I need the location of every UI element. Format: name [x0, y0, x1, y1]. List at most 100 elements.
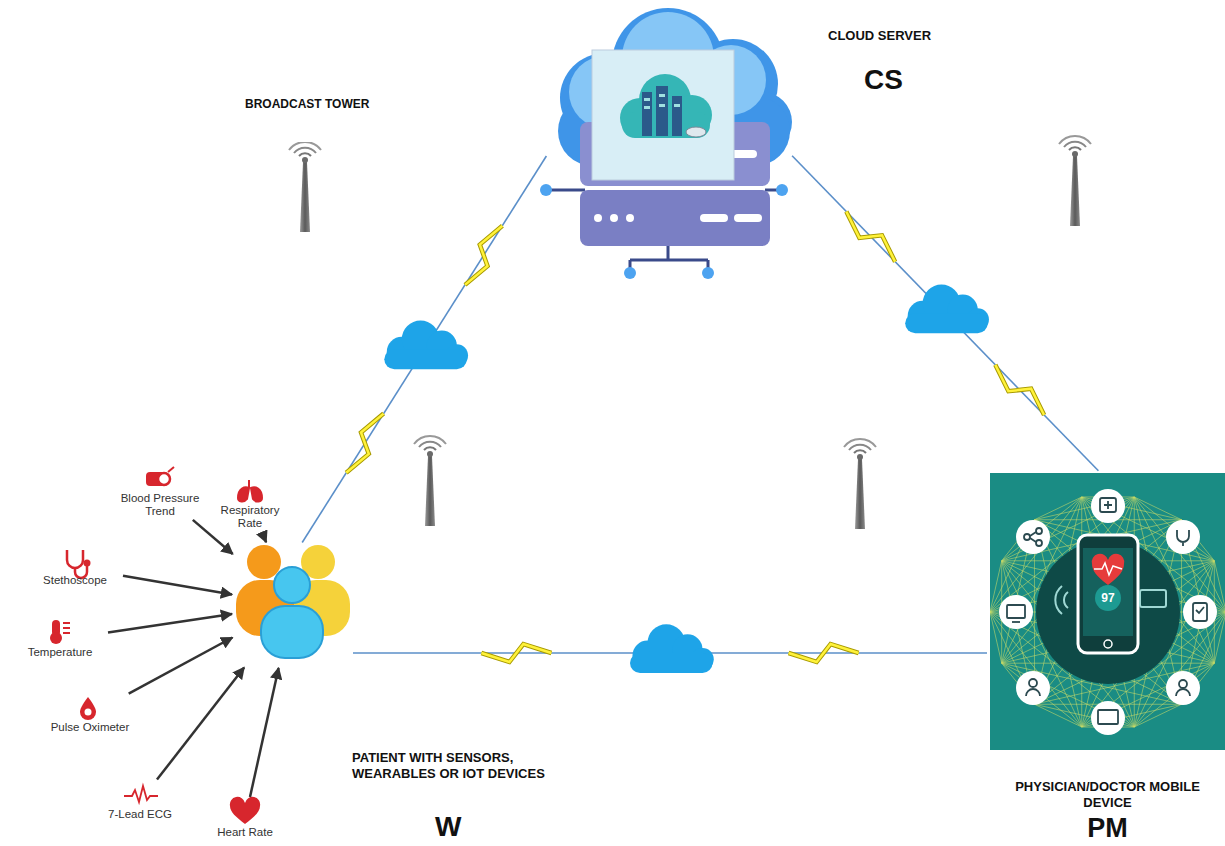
sensor-label: Stethoscope [30, 574, 120, 587]
physician-mobile-panel-part-part [1026, 689, 1040, 696]
connector-line [792, 156, 1098, 471]
connector-line [123, 576, 232, 595]
physician-mobile-panel [990, 473, 1225, 750]
cloud-server-illustration-part [540, 184, 552, 196]
mesh-line [990, 612, 1002, 663]
lightning-bolt [995, 365, 1044, 415]
sensor-node: Temperature [15, 620, 105, 659]
network-link [353, 624, 987, 673]
cloud-server-illustration-part [776, 184, 788, 196]
physician-mobile-panel-part [1104, 640, 1112, 648]
sensor-node: Heart Rate [205, 800, 285, 839]
physician-mobile-panel-part-part [1166, 520, 1200, 554]
cloud-server-illustration-part-part [700, 214, 728, 222]
network-cloud-part [384, 349, 467, 369]
broadcast-towers-part [414, 436, 446, 526]
physician-node: PHYSICIAN/DOCTOR MOBILE DEVICEPM [990, 473, 1225, 750]
sensor-arrow [157, 667, 244, 779]
physician-mobile-panel-part [1055, 586, 1068, 614]
lightning-bolt [789, 644, 859, 662]
sensor-arrow [108, 614, 232, 632]
cloud-server-illustration-part-part [674, 104, 680, 107]
lightning-bolt [846, 212, 895, 262]
physician-mobile-panel-part-part [1176, 689, 1190, 696]
patient-group-icon-part [247, 545, 281, 579]
connector-line [108, 614, 232, 632]
cloud-server-illustration [540, 8, 792, 279]
physician-mobile-panel-part-part [1036, 540, 1042, 546]
sensor-arrow [262, 533, 266, 542]
patient-group-icon-part [261, 606, 323, 658]
connector-line [193, 520, 233, 554]
physician-mobile-panel-part-part [1016, 671, 1050, 705]
cloud-server-illustration-part-part [626, 214, 634, 222]
sensor-label: Respiratory Rate [212, 504, 288, 530]
cloud-server-illustration-part [702, 267, 714, 279]
physician-mobile-panel-part-part [1166, 671, 1200, 705]
sensor-icons-part [124, 786, 158, 802]
physician-mobile-panel-part-part [1007, 605, 1025, 618]
cloud-server-illustration-part-part [642, 92, 652, 136]
lightning-bolt [846, 212, 895, 262]
reading-value: 97 [1096, 591, 1120, 605]
broadcast-towers-part [289, 142, 321, 232]
connector-line [302, 156, 546, 543]
mesh-line [1214, 561, 1225, 612]
sensor-icons-part [230, 797, 260, 824]
sensor-node: 7-Lead ECG [100, 782, 180, 821]
lightning-bolt [465, 226, 502, 285]
sensor-icons-part [67, 550, 83, 568]
node-code: W [435, 813, 461, 841]
cloud-server-illustration-part-part [659, 104, 665, 107]
physician-mobile-panel-part-part [1196, 607, 1204, 613]
lightning-bolt [346, 414, 383, 473]
physician-mobile-panel-part [1140, 590, 1166, 607]
connector-line [157, 667, 244, 779]
sensor-arrow [250, 668, 279, 797]
network-cloud-part [630, 653, 713, 673]
physician-mobile-panel-part-part [1177, 530, 1189, 546]
network-cloud-part [905, 313, 988, 333]
sensor-icons-part [63, 623, 70, 633]
sensor-icons-part [80, 697, 96, 720]
lightning-bolt [346, 414, 383, 473]
sensor-label: 7-Lead ECG [100, 808, 180, 821]
physician-mobile-panel-part-part [1179, 680, 1187, 688]
lightning-bolt [465, 226, 502, 285]
cloud-server-illustration-part [624, 267, 636, 279]
cloud-server-illustration-part [548, 189, 585, 192]
network-cloud [384, 321, 468, 370]
physician-mobile-panel-part-part [1029, 679, 1037, 687]
physician-mobile-panel-part [1078, 535, 1138, 653]
broadcast-towers-part [1059, 136, 1091, 226]
cloud-server-illustration-part [686, 127, 706, 137]
connector-line [262, 533, 266, 542]
sensor-label: Pulse Oximeter [40, 721, 140, 734]
network-link [302, 156, 546, 543]
physician-mobile-panel-part-part [1100, 498, 1116, 512]
network-cloud [630, 624, 714, 673]
physician-mobile-panel-part-part [1091, 701, 1125, 735]
patient-group-icon [236, 545, 350, 658]
sensor-node: Pulse Oximeter [40, 695, 140, 734]
connector-line [250, 668, 279, 797]
cloud-server-illustration-part-part [659, 94, 665, 97]
physician-mobile-panel-part-part [1098, 710, 1118, 724]
cloud-server-illustration-part [630, 246, 708, 272]
physician-mobile-panel-part-part [1104, 501, 1112, 509]
sensor-label: Blood Pressure Trend [118, 492, 202, 518]
node-title: CLOUD SERVER [828, 28, 931, 44]
physician-mobile-panel-part-part [1030, 532, 1036, 542]
cloud-server-illustration-part-part [734, 214, 762, 222]
cloud-server-illustration-part-part [656, 86, 668, 136]
physician-mobile-panel-part [990, 473, 1225, 750]
physician-mobile-panel-part-part [999, 595, 1033, 629]
network-cloud [905, 285, 989, 334]
network-link [792, 156, 1098, 471]
lightning-bolt [481, 644, 551, 662]
cloud-server-illustration-part [620, 74, 712, 138]
server-node: CLOUD SERVERCS [548, 5, 790, 275]
